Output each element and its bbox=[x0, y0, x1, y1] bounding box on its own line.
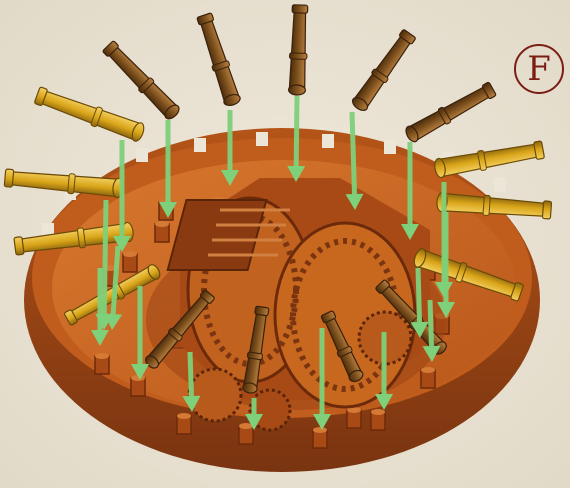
rim-notch bbox=[256, 132, 268, 146]
step-label-text: F bbox=[527, 52, 551, 86]
rim-notch bbox=[384, 140, 396, 154]
deck-post bbox=[123, 251, 137, 272]
deck-post bbox=[95, 353, 109, 374]
deck-post bbox=[313, 427, 327, 448]
deck-post bbox=[131, 375, 145, 396]
rim-notch bbox=[194, 138, 206, 152]
deck-post bbox=[421, 367, 435, 388]
deck-post bbox=[239, 423, 253, 444]
deck-post bbox=[177, 413, 191, 434]
deck-post bbox=[371, 409, 385, 430]
deck-post bbox=[155, 221, 169, 242]
rim-notch bbox=[322, 134, 334, 148]
step-label-badge: F bbox=[514, 44, 564, 94]
rim-notch bbox=[494, 178, 506, 192]
rim-notch bbox=[136, 148, 148, 162]
deck-post bbox=[347, 407, 361, 428]
